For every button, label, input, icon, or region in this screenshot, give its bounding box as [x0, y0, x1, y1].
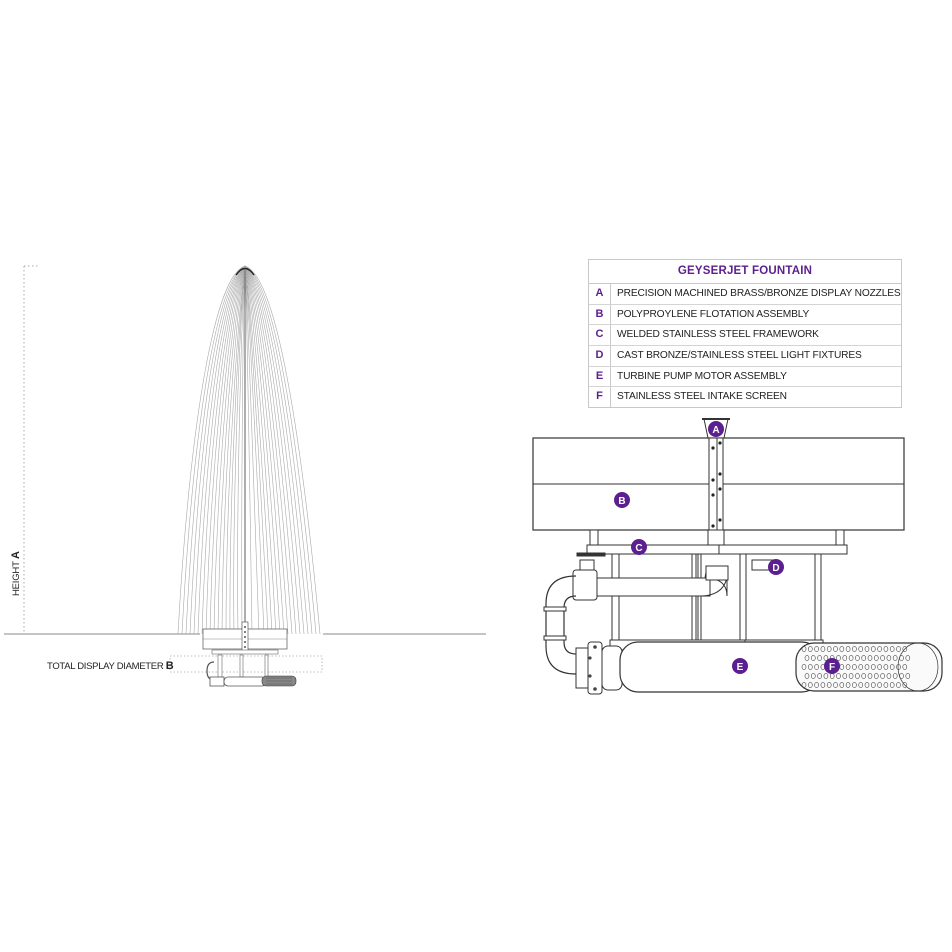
legend-key: A	[589, 284, 611, 304]
callout-a: A	[708, 421, 724, 437]
svg-text:B: B	[618, 496, 625, 507]
svg-text:A: A	[712, 425, 719, 436]
pump-motor	[619, 641, 821, 693]
svg-text:D: D	[772, 563, 779, 574]
height-key: A	[10, 551, 22, 560]
legend-key: B	[589, 304, 611, 325]
legend-key: D	[589, 346, 611, 366]
legend-row: F STAINLESS STEEL INTAKE SCREEN	[589, 387, 901, 408]
legend-desc: PRECISION MACHINED BRASS/BRONZE DISPLAY …	[617, 288, 901, 299]
legend-key: E	[589, 366, 611, 387]
legend-row: A PRECISION MACHINED BRASS/BRONZE DISPLAY…	[589, 284, 901, 305]
legend-row: D CAST BRONZE/STAINLESS STEEL LIGHT FIXTU…	[589, 346, 901, 367]
legend-table: GEYSERJET FOUNTAIN A PRECISION MACHINED B…	[588, 259, 902, 409]
legend-desc: POLYPROYLENE FLOTATION ASSEMBLY	[617, 308, 810, 320]
callout-e: E	[732, 658, 748, 674]
intake-screen	[795, 642, 943, 692]
svg-text:E: E	[737, 662, 744, 673]
height-label: HEIGHT A	[10, 551, 22, 596]
legend-row: B POLYPROYLENE FLOTATION ASSEMBLY	[589, 304, 901, 326]
svg-text:C: C	[635, 543, 642, 554]
legend-title: GEYSERJET FOUNTAIN	[589, 260, 901, 284]
framework	[586, 544, 848, 555]
callout-f: F	[824, 658, 840, 674]
callout-b: B	[614, 492, 630, 508]
svg-text:F: F	[829, 662, 835, 673]
callout-badges: A B C D E F	[614, 421, 840, 674]
fountain-detail	[532, 418, 943, 695]
diameter-dimension-box	[169, 655, 323, 673]
water-spray	[177, 265, 321, 635]
fountain-elevation	[4, 265, 486, 687]
diameter-label: TOTAL DISPLAY DIAMETER B	[47, 660, 174, 672]
legend-key: C	[589, 325, 611, 346]
legend-key: F	[589, 387, 611, 408]
legend-desc: TURBINE PUMP MOTOR ASSEMBLY	[617, 370, 787, 382]
legend-desc: STAINLESS STEEL INTAKE SCREEN	[617, 391, 787, 403]
legend-desc: CAST BRONZE/STAINLESS STEEL LIGHT FIXTUR…	[617, 350, 862, 362]
callout-c: C	[631, 539, 647, 555]
legend-desc: WELDED STAINLESS STEEL FRAMEWORK	[617, 329, 819, 341]
legend-row: C WELDED STAINLESS STEEL FRAMEWORK	[589, 325, 901, 347]
legend-row: E TURBINE PUMP MOTOR ASSEMBLY	[589, 366, 901, 388]
diameter-key: B	[165, 660, 174, 672]
callout-d: D	[768, 559, 784, 575]
